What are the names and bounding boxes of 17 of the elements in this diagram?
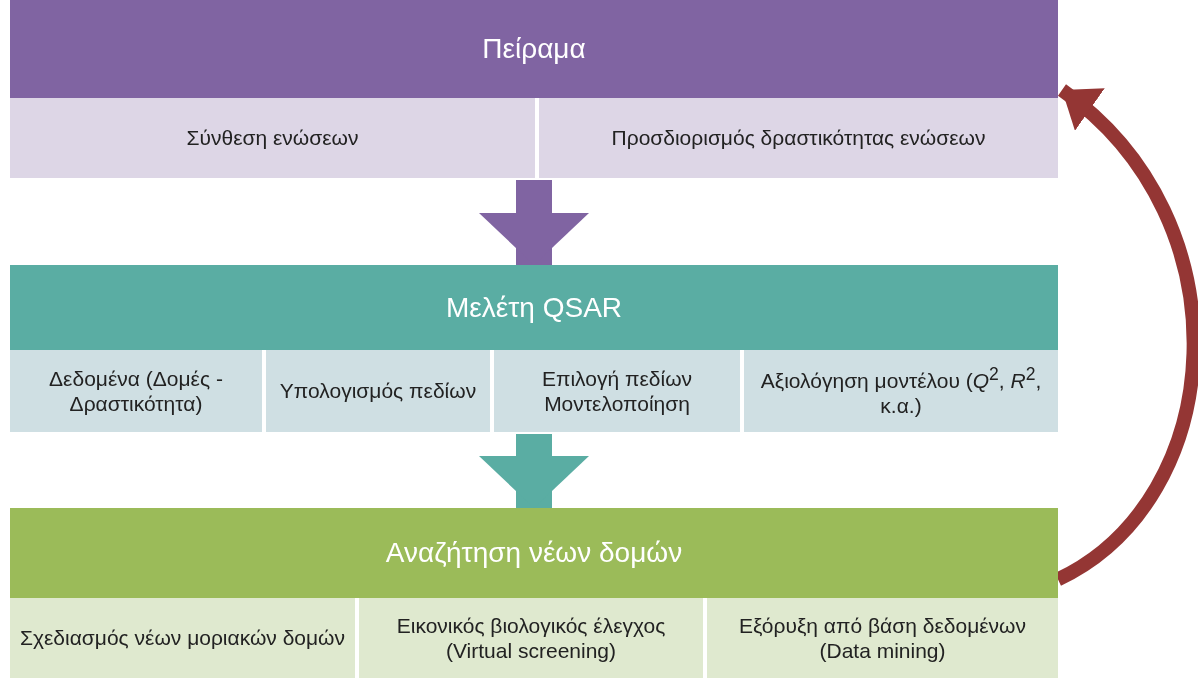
step-cell: Υπολογισμός πεδίων [266, 350, 490, 432]
step-cell: Δεδομένα (Δομές - Δραστικότητα) [10, 350, 262, 432]
section-panel [10, 265, 1058, 432]
step-cell: Επιλογή πεδίων Μοντελοποίηση [494, 350, 740, 432]
step-cell: Εξόρυξη από βάση δεδομένων (Data mining) [707, 598, 1058, 678]
step-cell: Εικονικός βιολογικός έλεγχος (Virtual screening) [359, 598, 703, 678]
section-header: Αναζήτηση νέων δομών [10, 508, 1058, 598]
arrow [479, 434, 589, 508]
arrow [479, 180, 589, 265]
step-cell: Σχεδιασμός νέων μοριακών δομών [10, 598, 355, 678]
section-header: Πείραμα [10, 0, 1058, 98]
step-cell: Αξιολόγηση μοντέλου (Q$^{2}$, R$^{2}$, κ.α.) [744, 350, 1058, 432]
section-panel [10, 0, 1058, 178]
section-panel [10, 508, 1058, 678]
step-cell: Σύνθεση ενώσεων [10, 98, 535, 178]
section-header: Μελέτη QSAR [10, 265, 1058, 350]
step-cell: Προσδιορισμός δραστικότητας ενώσεων [539, 98, 1058, 178]
